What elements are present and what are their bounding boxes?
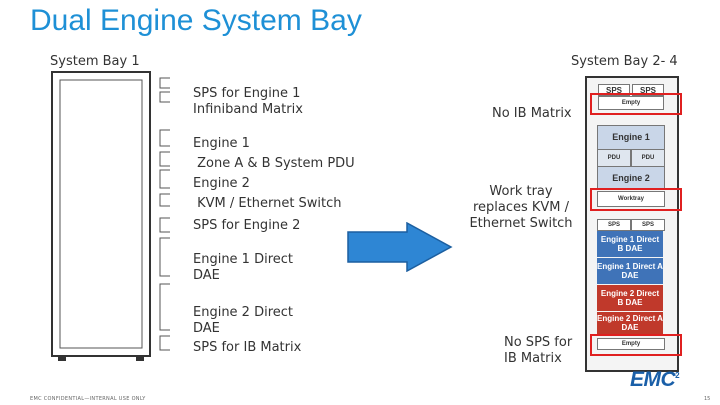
footer-confidential: EMC CONFIDENTIAL—INTERNAL USE ONLY bbox=[30, 396, 146, 402]
note-work-tray: Work tray replaces KVM / Ethernet Switch bbox=[469, 184, 573, 231]
rack-pdu-right: PDU bbox=[631, 149, 665, 167]
left-rack-foot-right bbox=[136, 355, 144, 361]
rack-empty-top: Empty bbox=[598, 96, 664, 110]
slide-title: Dual Engine System Bay bbox=[30, 4, 362, 37]
label-sps-engine2: SPS for Engine 2 bbox=[193, 218, 301, 233]
label-engine1: Engine 1 Zone A & B System PDU bbox=[193, 136, 355, 171]
rack-empty-bottom: Empty bbox=[597, 338, 665, 350]
left-bay-header: System Bay 1 bbox=[50, 54, 140, 69]
rack-worktray: Worktray bbox=[597, 191, 665, 207]
rack-engine2-dae-a: Engine 2 Direct A DAE bbox=[597, 312, 663, 334]
highlight-ib-matrix bbox=[590, 93, 682, 115]
rack-engine2: Engine 2 bbox=[597, 166, 665, 190]
rack-engine1-dae-a: Engine 1 Direct A DAE bbox=[597, 258, 663, 284]
page-number: 15 bbox=[704, 396, 711, 402]
rack-sps-left-2: SPS bbox=[597, 219, 631, 231]
rack-engine2-dae-b: Engine 2 Direct B DAE bbox=[597, 285, 663, 311]
highlight-worktray bbox=[590, 188, 682, 211]
left-rack-diagram bbox=[51, 71, 170, 361]
left-rack-brackets bbox=[159, 77, 170, 351]
emc-logo: EMC2 bbox=[630, 368, 680, 391]
rack-engine1: Engine 1 bbox=[597, 125, 665, 150]
label-sps-ib: SPS for IB Matrix bbox=[193, 340, 302, 355]
left-rack-inner bbox=[59, 79, 143, 349]
note-no-sps: No SPS for IB Matrix bbox=[504, 335, 573, 366]
left-rack-foot-left bbox=[58, 355, 66, 361]
rack-engine1-dae-b: Engine 1 Direct B DAE bbox=[597, 231, 663, 257]
rack-pdu-left: PDU bbox=[597, 149, 631, 167]
rack-sps-right-2: SPS bbox=[631, 219, 665, 231]
highlight-empty-sps bbox=[590, 334, 682, 356]
right-bay-header: System Bay 2- 4 bbox=[571, 54, 678, 69]
note-no-ib: No IB Matrix bbox=[492, 106, 572, 121]
label-engine2: Engine 2 KVM / Ethernet Switch bbox=[193, 176, 342, 211]
transition-arrow-icon bbox=[347, 222, 453, 272]
